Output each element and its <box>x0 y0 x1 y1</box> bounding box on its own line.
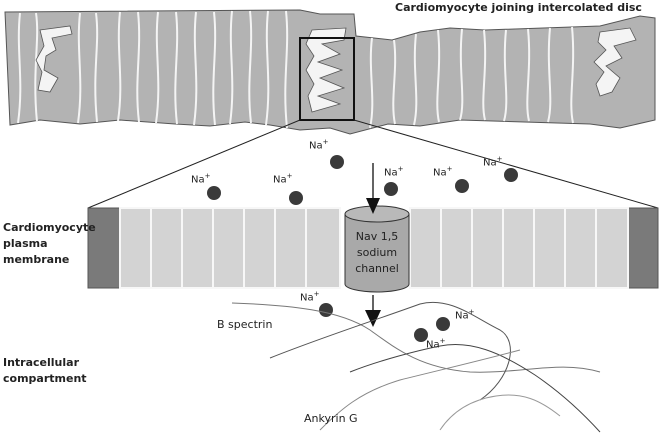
sodium-ions <box>207 155 518 342</box>
ankyrin-label: Ankyrin G <box>304 412 358 425</box>
channel-label-line1: Nav 1,5 <box>355 230 399 243</box>
ankyrin-filament <box>319 349 521 431</box>
channel-label-line2: sodium <box>356 246 398 259</box>
membrane-label-line2: plasma <box>3 237 48 250</box>
sodium-channel <box>344 205 410 293</box>
fibre-striations <box>17 10 575 129</box>
cytoskeleton <box>231 301 601 433</box>
sodium-label: Na+ <box>273 172 293 186</box>
sodium-label: Na+ <box>426 337 446 351</box>
sodium-label: Na+ <box>483 155 503 169</box>
membrane-segments <box>119 207 629 289</box>
influx-arrow-top-head <box>366 198 380 214</box>
sodium-label: Na+ <box>433 165 453 179</box>
sodium-ion <box>414 328 428 342</box>
spectrin-filament <box>269 301 511 401</box>
sodium-ion <box>455 179 469 193</box>
zoom-line-right <box>353 119 659 209</box>
sodium-label: Na+ <box>191 172 211 186</box>
ankyrin-filament <box>349 343 601 433</box>
channel-label-line3: channel <box>355 262 399 275</box>
membrane-label-line3: membrane <box>3 253 70 266</box>
sodium-ion <box>504 168 518 182</box>
ankyrin-filament <box>439 394 561 431</box>
sodium-ion <box>436 317 450 331</box>
zoom-box <box>299 37 355 121</box>
disc-squiggles <box>35 25 637 113</box>
membrane-end-left <box>87 207 121 289</box>
membrane-end-right <box>627 207 659 289</box>
intracellular-label-line1: Intracellular <box>3 356 80 369</box>
sodium-ion <box>319 303 333 317</box>
sodium-label: Na+ <box>455 308 475 322</box>
membrane-label-line1: Cardiomyocyte <box>3 221 96 234</box>
sodium-ion <box>384 182 398 196</box>
channel-top <box>344 205 410 223</box>
sodium-ion <box>207 186 221 200</box>
sodium-ion <box>330 155 344 169</box>
sodium-ion <box>289 191 303 205</box>
intracellular-label-line2: compartment <box>3 372 87 385</box>
sodium-label: Na+ <box>384 165 404 179</box>
zoom-line-left <box>87 119 301 209</box>
channel-body <box>344 214 410 293</box>
diagram-title: Cardiomyocyte joining intercolated disc <box>395 1 642 14</box>
sodium-label: Na+ <box>309 138 329 152</box>
cardiomyocyte-fibre <box>4 9 656 135</box>
plasma-membrane <box>87 207 659 289</box>
sodium-label: Na+ <box>300 290 320 304</box>
b-spectrin-label: B spectrin <box>217 318 273 331</box>
influx-arrow-bottom-head <box>365 310 381 327</box>
